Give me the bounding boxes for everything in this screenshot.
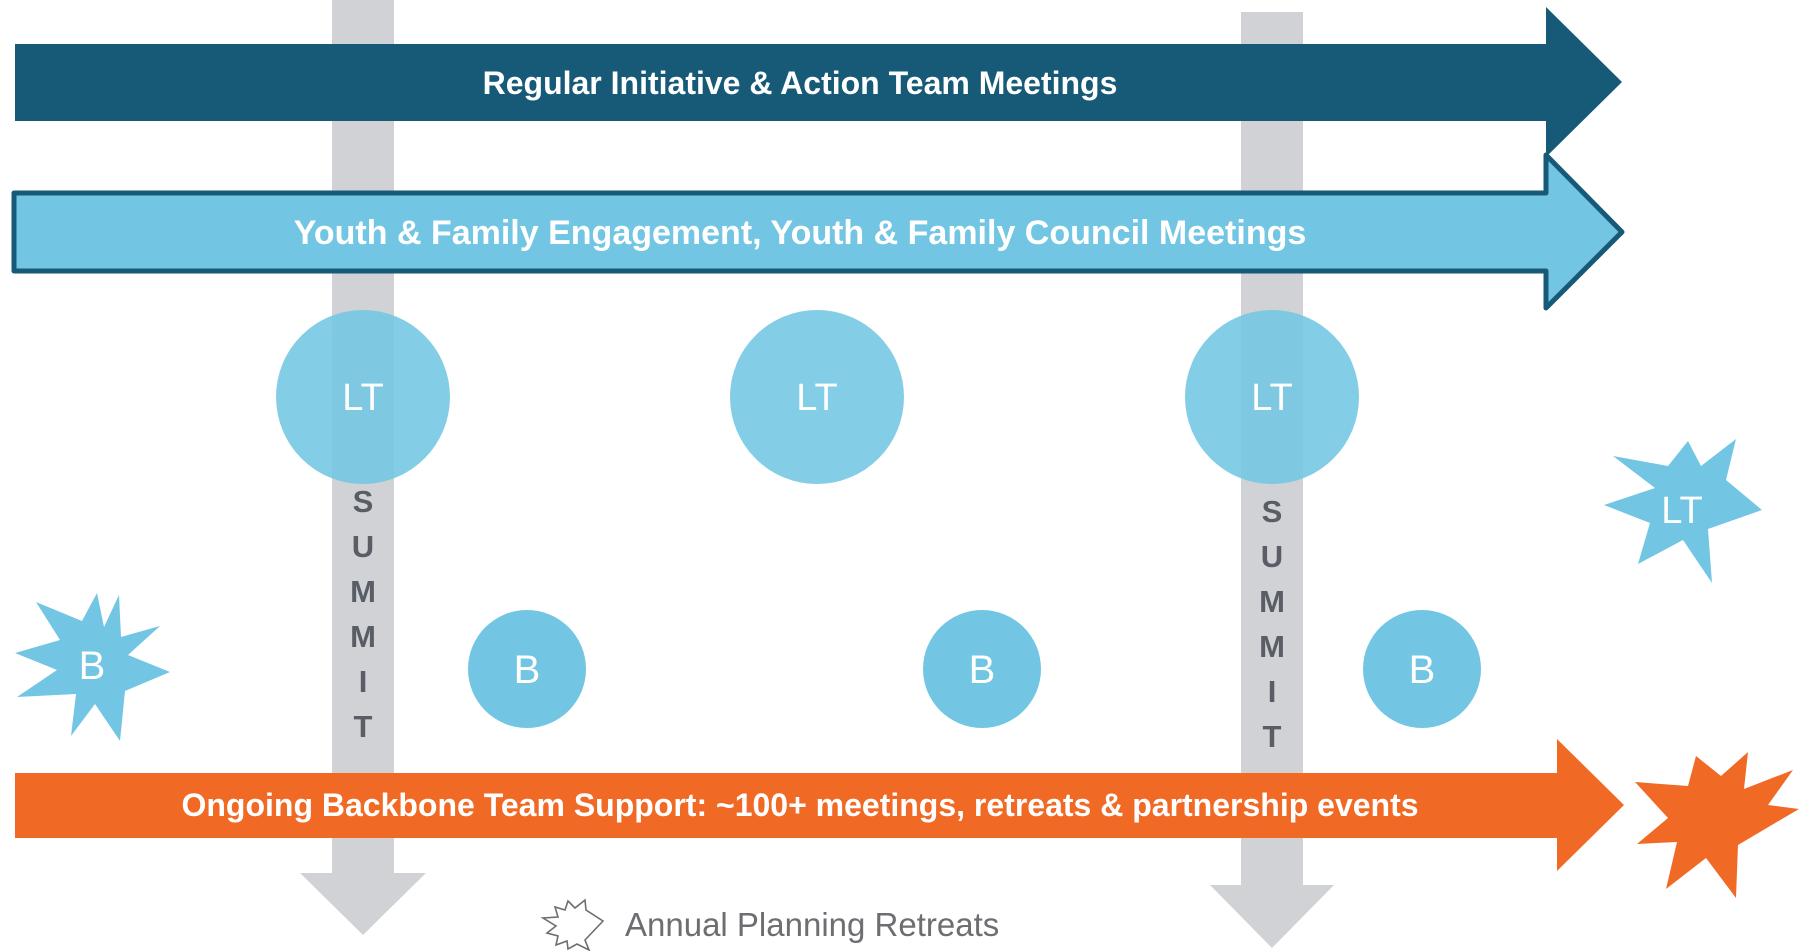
legend: Annual Planning Retreats	[540, 898, 999, 951]
orange-starburst-shape	[1635, 752, 1799, 898]
b-starburst: B	[15, 593, 170, 741]
backbone-support-arrow: Ongoing Backbone Team Support: ~100+ mee…	[15, 739, 1624, 871]
initiative-meetings-arrow-shape	[15, 7, 1622, 157]
lt-circle-2-shape	[730, 310, 904, 484]
summit-label-2: S U M M I T	[1259, 494, 1285, 754]
lt-starburst: LT	[1604, 439, 1762, 583]
legend-label: Annual Planning Retreats	[625, 906, 999, 943]
lt-circle-2: LT	[730, 310, 904, 484]
b-circle-3-label: B	[1409, 648, 1436, 692]
lt-starburst-shape	[1604, 439, 1762, 583]
initiative-meetings-arrow: Regular Initiative & Action Team Meeting…	[15, 7, 1622, 157]
summit-1-letter-m1: M	[350, 574, 376, 609]
summit-2-letter-m1: M	[1259, 584, 1285, 619]
lt-circle-3-label: LT	[1251, 377, 1293, 419]
b-starburst-shape	[15, 593, 170, 741]
summit-1-letter-t: T	[354, 709, 373, 744]
summit-2-letter-m2: M	[1259, 629, 1285, 664]
b-circle-3-shape	[1363, 610, 1481, 728]
b-circle-1: B	[468, 610, 586, 728]
b-circle-2-label: B	[969, 648, 996, 692]
lt-circle-3: LT	[1185, 310, 1359, 484]
lt-circle-1-shape	[276, 310, 450, 484]
lt-circle-1: LT	[276, 310, 450, 484]
summit-2-letter-u: U	[1261, 539, 1283, 574]
summit-2-letter-i: I	[1268, 674, 1277, 709]
lt-circle-1-label: LT	[342, 377, 384, 419]
b-circle-3: B	[1363, 610, 1481, 728]
b-circle-2: B	[923, 610, 1041, 728]
b-circle-1-shape	[468, 610, 586, 728]
backbone-support-label: Ongoing Backbone Team Support: ~100+ mee…	[181, 787, 1418, 823]
initiative-meetings-label: Regular Initiative & Action Team Meeting…	[483, 65, 1118, 101]
b-circle-2-shape	[923, 610, 1041, 728]
summit-1-letter-m2: M	[350, 619, 376, 654]
summit-1-letter-s: S	[353, 484, 374, 519]
starburst-outline-icon	[540, 898, 605, 951]
youth-family-arrow-shape	[11, 152, 1625, 311]
summit-2-letter-s: S	[1262, 494, 1283, 529]
youth-family-label: Youth & Family Engagement, Youth & Famil…	[294, 214, 1307, 252]
youth-family-arrow: Youth & Family Engagement, Youth & Famil…	[11, 152, 1625, 311]
b-circle-1-label: B	[514, 648, 541, 692]
lt-circle-2-label: LT	[796, 377, 838, 419]
lt-starburst-label: LT	[1661, 490, 1703, 532]
b-starburst-label: B	[79, 644, 106, 688]
summit-1-letter-u: U	[352, 529, 374, 564]
orange-starburst	[1635, 752, 1799, 898]
summit-label-1: S U M M I T	[350, 484, 376, 744]
summit-1-letter-i: I	[359, 664, 368, 699]
lt-circle-3-shape	[1185, 310, 1359, 484]
backbone-support-arrow-shape	[15, 739, 1624, 871]
summit-2-letter-t: T	[1263, 719, 1282, 754]
